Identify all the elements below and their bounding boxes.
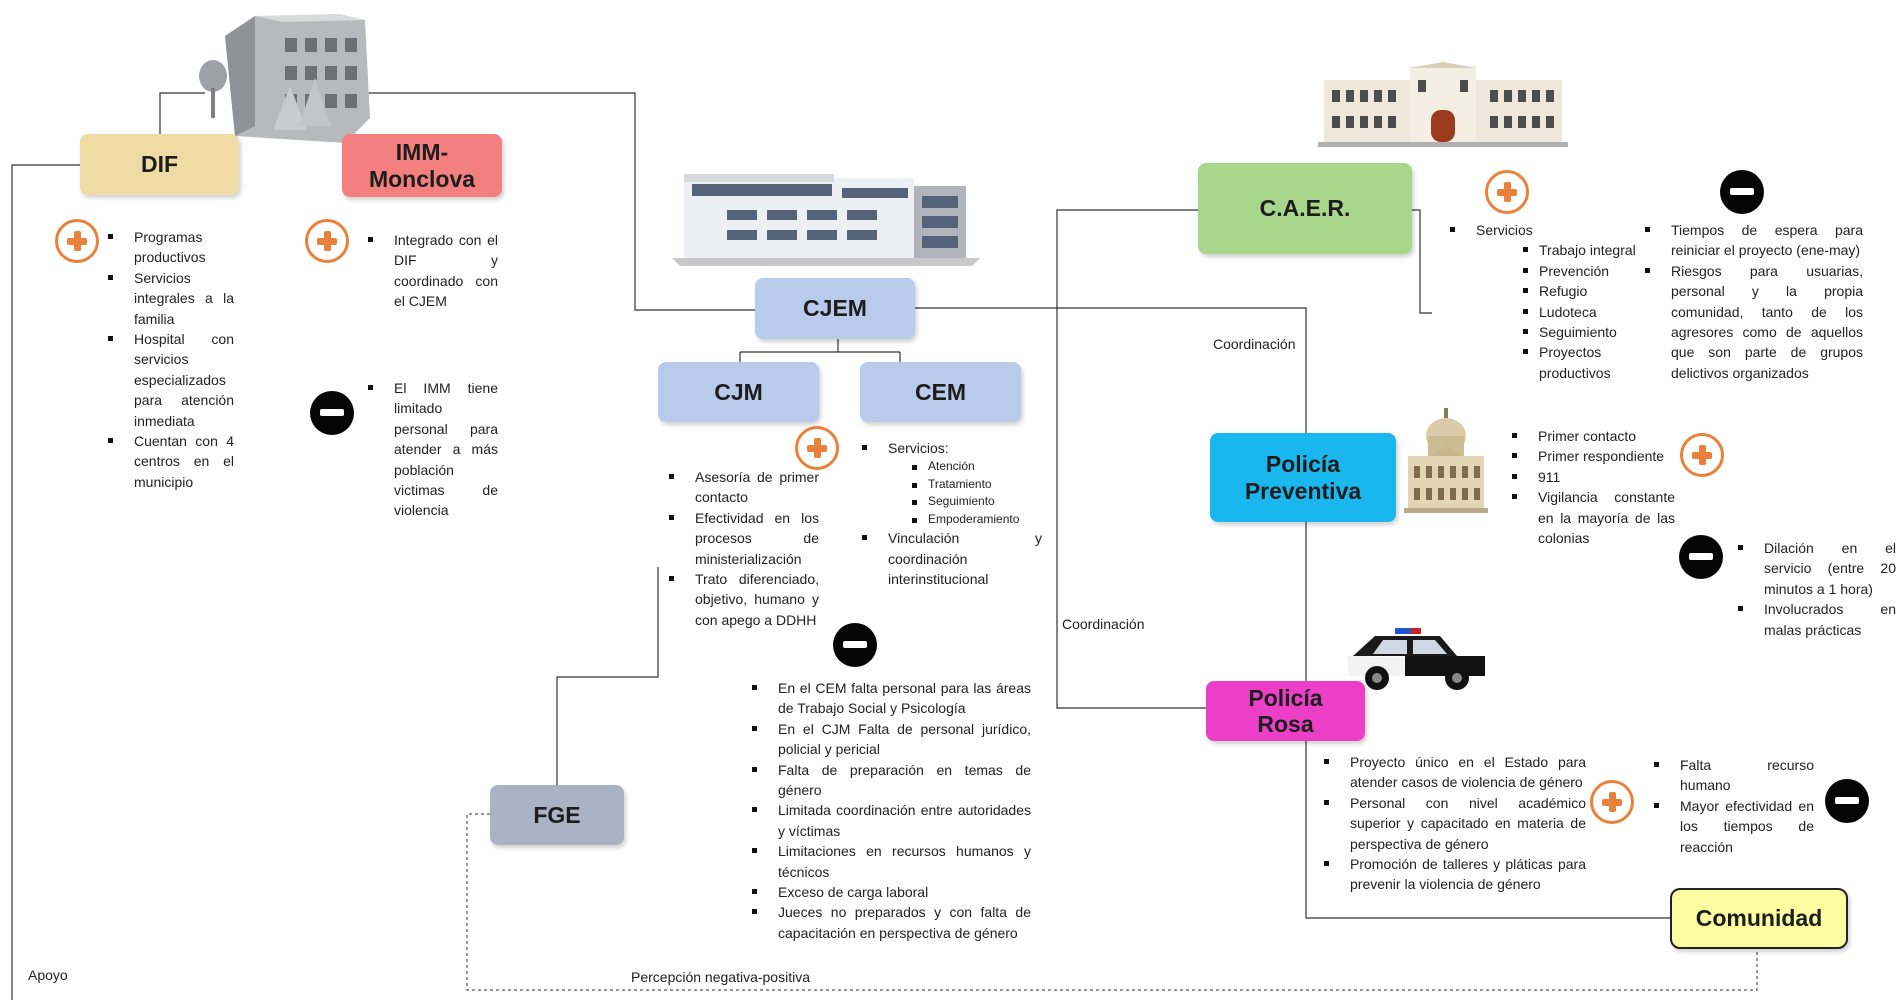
list-item: En el CEM falta personal para las áreas … bbox=[750, 678, 1031, 719]
list-item: Seguimiento bbox=[1521, 322, 1651, 342]
cem-node[interactable]: CEM bbox=[860, 362, 1021, 422]
cjem-node[interactable]: CJEM bbox=[755, 278, 915, 339]
list-item: Proyecto único en el Estado para atender… bbox=[1322, 752, 1586, 793]
government-building-icon bbox=[195, 8, 385, 148]
rosa-positive-list: Proyecto único en el Estado para atender… bbox=[1322, 752, 1586, 895]
coordinacion-label-caer: Coordinación bbox=[1213, 336, 1296, 352]
list-item: Atención bbox=[910, 458, 1014, 476]
police-car-icon bbox=[1345, 626, 1487, 692]
percepcion-label: Percepción negativa-positiva bbox=[631, 969, 810, 985]
list-item: Programas productivos bbox=[106, 227, 234, 268]
caer-minus-icon bbox=[1720, 170, 1764, 214]
list-item: Limitaciones en recursos humanos y técni… bbox=[750, 841, 1031, 882]
list-item: Servicios Trabajo integral Prevención Re… bbox=[1448, 220, 1658, 383]
imm-minus-icon bbox=[310, 391, 354, 435]
building-cjem-line bbox=[355, 92, 755, 311]
list-item: Refugio bbox=[1521, 281, 1651, 301]
list-item: Hospital con servicios especializados pa… bbox=[106, 329, 234, 431]
list-item: Empoderamiento bbox=[910, 511, 1019, 529]
preventiva-negative-list: Dilación en el servicio (entre 20 minuto… bbox=[1736, 538, 1896, 640]
list-item: Servicios integrales a la familia bbox=[106, 268, 234, 329]
list-item: Vigilancia constante en la mayoría de la… bbox=[1510, 487, 1675, 548]
list-item: Mayor efectividad en los tiempos de reac… bbox=[1652, 796, 1814, 857]
caer-coord-line bbox=[1056, 209, 1208, 709]
list-item: Falta de preparación en temas de género bbox=[750, 760, 1031, 801]
cjm-node[interactable]: CJM bbox=[658, 362, 819, 422]
dif-apoyo-line bbox=[11, 164, 80, 1000]
caer-services-list: Servicios Trabajo integral Prevención Re… bbox=[1448, 220, 1658, 383]
cjem-minus-icon bbox=[833, 623, 877, 667]
list-item: Trato diferenciado, objetivo, humano y c… bbox=[667, 569, 819, 630]
caer-negative-list: Tiempos de espera para reiniciar el proy… bbox=[1643, 220, 1863, 383]
preventiva-positive-list: Primer contacto Primer respondiente 911 … bbox=[1510, 426, 1675, 548]
policia-rosa-node[interactable]: Policía Rosa bbox=[1206, 681, 1365, 741]
list-item: Jueces no preparados y con falta de capa… bbox=[750, 902, 1031, 943]
imm-monclova-node[interactable]: IMM- Monclova bbox=[342, 134, 502, 197]
cjm-fge-line bbox=[556, 567, 659, 785]
list-item: Ludoteca bbox=[1521, 302, 1651, 322]
policia-preventiva-node[interactable]: Policía Preventiva bbox=[1210, 433, 1396, 522]
cjem-negative-list: En el CEM falta personal para las áreas … bbox=[750, 678, 1031, 943]
capitol-building-icon bbox=[1404, 408, 1488, 513]
imm-negative-list: El IMM tiene limitado personal para aten… bbox=[366, 378, 498, 521]
list-item: El IMM tiene limitado personal para aten… bbox=[366, 378, 498, 521]
cjm-plus-icon bbox=[795, 426, 839, 470]
coordinacion-label-rosa: Coordinación bbox=[1062, 616, 1145, 632]
rosa-minus-icon bbox=[1825, 779, 1869, 823]
list-item: Primer respondiente bbox=[1510, 446, 1675, 466]
preventiva-plus-icon bbox=[1680, 433, 1724, 477]
list-item: Cuentan con 4 centros en el municipio bbox=[106, 431, 234, 492]
list-item: Prevención bbox=[1521, 261, 1651, 281]
list-item: Dilación en el servicio (entre 20 minuto… bbox=[1736, 538, 1896, 599]
list-item: Involucrados en malas prácticas bbox=[1736, 599, 1896, 640]
cjem-caer-line bbox=[915, 307, 1670, 919]
list-item: Efectividad en los procesos de ministeri… bbox=[667, 508, 819, 569]
list-item: Vinculación y coordinación interinstituc… bbox=[860, 528, 1042, 589]
caer-node[interactable]: C.A.E.R. bbox=[1198, 163, 1412, 254]
list-item: Asesoría de primer contacto bbox=[667, 467, 819, 508]
palace-building-icon bbox=[1318, 62, 1568, 147]
apoyo-label: Apoyo bbox=[28, 967, 68, 983]
list-item: 911 bbox=[1510, 467, 1675, 487]
dif-plus-icon bbox=[55, 219, 99, 263]
list-item: Integrado con el DIF y coordinado con el… bbox=[366, 230, 498, 312]
list-item: Seguimiento bbox=[910, 493, 1014, 511]
list-item: Primer contacto bbox=[1510, 426, 1675, 446]
comunidad-node[interactable]: Comunidad bbox=[1670, 888, 1848, 949]
office-building-icon bbox=[672, 170, 980, 266]
caer-plus-icon bbox=[1485, 170, 1529, 214]
list-item: En el CJM Falta de personal jurídico, po… bbox=[750, 719, 1031, 760]
list-item: Servicios: Atención Tratamiento Seguimie… bbox=[860, 438, 1042, 528]
caer-right-line bbox=[1412, 209, 1432, 314]
rosa-negative-list: Falta recurso humano Mayor efectividad e… bbox=[1652, 755, 1814, 857]
list-item: Limitada coordinación entre autoridades … bbox=[750, 800, 1031, 841]
list-item: Exceso de carga laboral bbox=[750, 882, 1031, 902]
imm-plus-icon bbox=[305, 219, 349, 263]
preventiva-minus-icon bbox=[1679, 535, 1723, 579]
list-item: Riesgos para usuarias, personal y la pro… bbox=[1643, 261, 1863, 383]
list-item: Promoción de talleres y pláticas para pr… bbox=[1322, 854, 1586, 895]
cem-services-label: Servicios: bbox=[888, 440, 949, 456]
dif-positive-list: Programas productivos Servicios integral… bbox=[106, 227, 234, 492]
list-item: Trabajo integral bbox=[1521, 240, 1651, 260]
cjem-children-line bbox=[739, 335, 901, 362]
list-item: Tiempos de espera para reiniciar el proy… bbox=[1643, 220, 1863, 261]
caer-services-label: Servicios bbox=[1476, 222, 1533, 238]
list-item: Tratamiento bbox=[910, 476, 1014, 494]
list-item: Personal con nivel académico superior y … bbox=[1322, 793, 1586, 854]
cjm-positive-list: Asesoría de primer contacto Efectividad … bbox=[667, 467, 819, 630]
imm-positive-list: Integrado con el DIF y coordinado con el… bbox=[366, 230, 498, 312]
fge-node[interactable]: FGE bbox=[490, 785, 624, 845]
perception-line bbox=[466, 813, 1758, 991]
rosa-plus-icon bbox=[1590, 780, 1634, 824]
list-item: Falta recurso humano bbox=[1652, 755, 1814, 796]
list-item: Proyectos productivos bbox=[1521, 342, 1651, 383]
dif-node[interactable]: DIF bbox=[80, 134, 239, 195]
cem-services-list: Servicios: Atención Tratamiento Seguimie… bbox=[860, 438, 1042, 590]
